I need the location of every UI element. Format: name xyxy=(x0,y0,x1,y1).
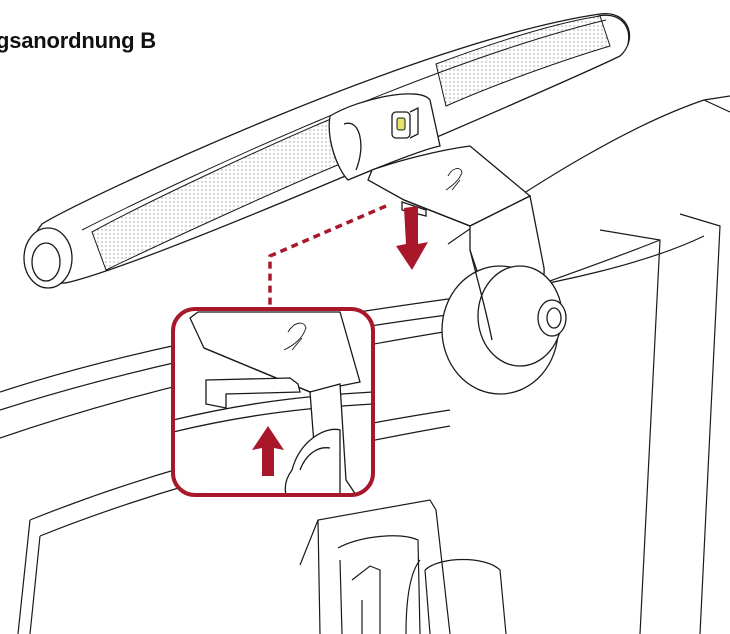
monitor-left-edge-2 xyxy=(29,535,41,634)
monitor-left-edge xyxy=(17,519,31,634)
monitor-right-panel-2 xyxy=(679,213,721,634)
monitor-stand xyxy=(299,499,507,634)
stand-neck xyxy=(424,558,507,634)
callout-leader-line xyxy=(268,204,387,308)
arrow-down-install xyxy=(396,206,428,270)
monitor-top-edge-front xyxy=(0,235,705,393)
light-bar-inner-line xyxy=(81,19,607,231)
callout-frame xyxy=(171,307,375,497)
callout-monitor-edge xyxy=(173,391,373,433)
monitor-right-panel xyxy=(599,229,661,634)
arrow-up-install xyxy=(252,426,284,476)
light-bar-speaker-right xyxy=(435,15,611,107)
callout-logo xyxy=(283,322,307,351)
light-bar xyxy=(23,13,631,289)
light-bar-collar xyxy=(328,93,441,181)
monitor-right-edge xyxy=(703,99,730,113)
clip-mount xyxy=(367,145,567,395)
detail-zoom-callout xyxy=(171,307,375,497)
callout-hinge xyxy=(284,428,341,495)
clip-logo xyxy=(445,168,463,191)
stand-plate xyxy=(299,499,451,634)
page-title: gsanordnung B xyxy=(0,28,156,53)
callout-tongue xyxy=(205,377,301,409)
light-bar-end-cap-right xyxy=(597,14,630,45)
